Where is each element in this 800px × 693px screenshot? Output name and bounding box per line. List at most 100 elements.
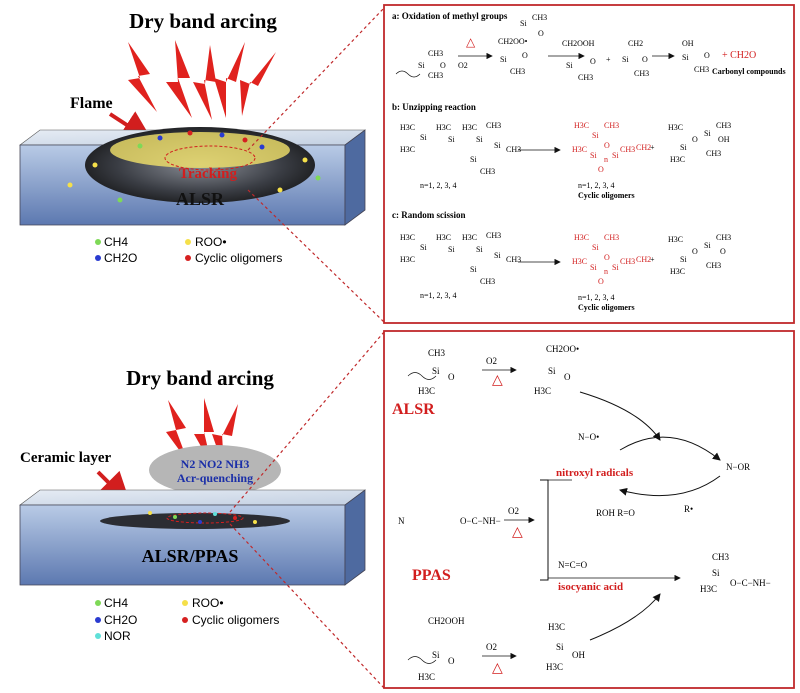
svg-text:Si: Si [590,151,597,160]
svg-text:O: O [604,141,610,150]
svg-text:+: + [650,143,655,152]
svg-text:H3C: H3C [572,145,587,154]
svg-text:O2: O2 [486,356,497,366]
svg-text:H3C: H3C [400,145,415,154]
svg-text:O: O [564,372,571,382]
alsr-ppas-label: ALSR/PPAS [142,546,239,566]
svg-text:OH: OH [572,650,585,660]
legend-label: Cyclic oligomers [192,613,279,627]
flame-label: Flame [70,95,113,112]
svg-text:CH3: CH3 [634,69,649,78]
svg-text:Si: Si [682,53,689,62]
svg-text:CH3: CH3 [604,233,619,242]
svg-text:CH3: CH3 [578,73,593,82]
svg-text:H3C: H3C [400,233,415,242]
quench-label: Acr-quenching [177,471,253,485]
reaction-a: Si CH3 CH3 O △ O2 CH2OO• Si CH3 O Si CH3… [395,13,786,82]
svg-text:O: O [590,57,596,66]
svg-text:n=1, 2, 3, 4: n=1, 2, 3, 4 [578,293,615,302]
gas-label: N2 NO2 NH3 [181,457,250,471]
svg-text:O: O [440,61,446,70]
svg-text:H3C: H3C [400,123,415,132]
svg-text:OH: OH [682,39,694,48]
svg-text:Si: Si [494,141,501,150]
legend-dot [182,600,188,606]
svg-text:Si: Si [520,19,527,28]
svg-text:CH3: CH3 [428,348,446,358]
svg-text:Si: Si [420,243,427,252]
svg-text:CH2OO•: CH2OO• [546,344,579,354]
section-b-title: b: Unzipping reaction [392,102,476,112]
svg-text:CH3: CH3 [506,255,521,264]
svg-text:n: n [604,267,608,276]
svg-text:Si: Si [432,366,440,376]
reaction-c: H3C Si H3C H3C Si H3C Si CH3 Si CH3 Si C… [400,231,731,312]
legend-label: ROO• [192,596,224,610]
svg-text:H3C: H3C [548,622,565,632]
reaction-b: H3C Si H3C H3C Si H3C Si CH3 Si CH3 Si C… [400,121,731,200]
svg-text:CH3: CH3 [428,71,443,80]
svg-text:O: O [720,247,726,256]
svg-text:CH3: CH3 [480,167,495,176]
svg-text:CH3: CH3 [712,552,730,562]
tracking-ellipse [164,145,256,171]
legend-dot [95,617,101,623]
alsr-ppas-panel: Dry band arcing N2 NO2 NH3 Acr-quenching… [19,331,385,689]
svg-text:O: O [704,51,710,60]
legend-dot [95,239,101,245]
svg-text:H3C: H3C [546,662,563,672]
svg-text:Si: Si [418,61,425,70]
svg-text:O: O [692,135,698,144]
svg-text:n=1, 2, 3, 4: n=1, 2, 3, 4 [420,181,457,190]
legend-dot [95,633,101,639]
svg-text:H3C: H3C [668,235,683,244]
heat-icon: △ [466,35,476,49]
lightning-icon [193,45,216,120]
svg-text:Cyclic oligomers: Cyclic oligomers [578,303,635,312]
heat-icon: △ [492,373,503,388]
lightning-icon [166,40,192,118]
top-legend: CH4 ROO• CH2O Cyclic oligomers [95,235,282,265]
svg-text:H3C: H3C [700,584,717,594]
svg-text:CH3: CH3 [694,65,709,74]
svg-text:Si: Si [704,241,711,250]
bottom-legend: CH4 ROO• CH2O Cyclic oligomers NOR [95,596,279,643]
mechanism-frame [383,4,795,324]
svg-text:Si: Si [680,143,687,152]
svg-text:Si: Si [680,255,687,264]
svg-text:CH3: CH3 [706,261,721,270]
svg-text:N−OR: N−OR [726,462,750,472]
alsr-panel: Dry band arcing Flame Tracking ALSR [19,7,385,323]
svg-text:O: O [538,29,544,38]
svg-text:O2: O2 [486,642,497,652]
svg-text:Si: Si [470,155,477,164]
svg-text:CH3: CH3 [532,13,547,22]
svg-text:Si: Si [592,243,599,252]
svg-text:Si: Si [612,151,619,160]
mechanism-frame [383,330,795,689]
legend-dot [182,617,188,623]
svg-text:H3C: H3C [436,123,451,132]
svg-text:H3C: H3C [418,386,435,396]
legend-label: CH4 [104,235,128,249]
slab-side [344,489,366,586]
mechanism-box-bottom: CH3 Si O H3C O2 △ CH2OO• Si O H3C ALSR N… [383,330,795,689]
svg-text:H3C: H3C [572,257,587,266]
svg-text:N: N [398,516,405,526]
svg-text:CH3: CH3 [428,49,443,58]
svg-text:H3C: H3C [670,267,685,276]
tracking-label: Tracking [179,166,238,182]
svg-text:CH3: CH3 [716,233,731,242]
svg-text:O: O [598,277,604,286]
svg-text:H3C: H3C [436,233,451,242]
svg-text:Si: Si [476,135,483,144]
lightning-icon [194,398,214,466]
bottom-title: Dry band arcing [126,366,274,390]
svg-text:△: △ [512,525,523,540]
legend-dot [95,255,101,261]
svg-text:O: O [448,372,455,382]
svg-text:CH3: CH3 [620,257,635,266]
svg-text:N−O•: N−O• [578,432,599,442]
svg-text:CH2: CH2 [636,255,651,264]
